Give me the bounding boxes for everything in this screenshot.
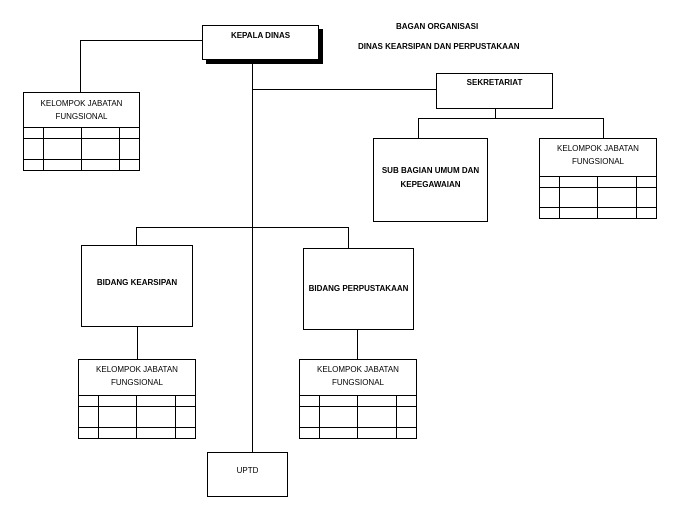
connector-fg-right-down [603, 118, 604, 138]
fg-label-line2: FUNGSIONAL [331, 378, 384, 387]
sekretariat-box: SEKRETARIAT [436, 73, 553, 109]
subbag-umum-box: SUB BAGIAN UMUM DAN KEPEGAWAIAN [373, 138, 488, 222]
subbag-label-line2: KEPEGAWAIAN [400, 180, 461, 189]
fg-label-line1: KELOMPOK JABATAN [96, 365, 178, 374]
subbag-label-line1: SUB BAGIAN UMUM DAN [381, 166, 480, 175]
kepala-dinas-box: KEPALA DINAS [202, 25, 319, 60]
fg-label-line1: KELOMPOK JABATAN [557, 144, 639, 153]
connector-left-down [80, 40, 81, 93]
fg-grid [79, 395, 195, 438]
functional-group-perpustakaan: KELOMPOK JABATAN FUNGSIONAL [299, 359, 417, 439]
sekretariat-label: SEKRETARIAT [466, 78, 523, 87]
uptd-label: UPTD [236, 466, 259, 475]
connector-bidang-horizontal [136, 227, 349, 228]
fg-label-line2: FUNGSIONAL [110, 378, 163, 387]
bidang-kearsipan-box: BIDANG KEARSIPAN [81, 245, 193, 327]
connector-kearsipan-fg [137, 326, 138, 359]
fg-label-line1: KELOMPOK JABATAN [40, 99, 123, 108]
connector-sekretariat-down [495, 108, 496, 119]
fg-grid [300, 395, 416, 438]
fg-label-line1: KELOMPOK JABATAN [317, 365, 399, 374]
functional-group-top-left: KELOMPOK JABATAN FUNGSIONAL [23, 92, 140, 171]
chart-subtitle: DINAS KEARSIPAN DAN PERPUSTAKAAN [358, 42, 520, 51]
fg-label-line2: FUNGSIONAL [55, 112, 108, 121]
uptd-box: UPTD [207, 452, 288, 497]
connector-kearsipan-down [136, 227, 137, 246]
fg-grid [24, 127, 139, 170]
chart-title: BAGAN ORGANISASI [396, 22, 479, 31]
bidang-kearsipan-label: BIDANG KEARSIPAN [96, 278, 178, 287]
connector-sekretariat-horizontal [252, 89, 436, 90]
fg-grid [540, 176, 656, 218]
connector-subbag-down [418, 118, 419, 138]
fg-label-line2: FUNGSIONAL [571, 157, 624, 166]
functional-group-right: KELOMPOK JABATAN FUNGSIONAL [539, 138, 657, 219]
bidang-perpustakaan-box: BIDANG PERPUSTAKAAN [303, 248, 414, 330]
connector-perpustakaan-fg [357, 329, 358, 359]
functional-group-kearsipan: KELOMPOK JABATAN FUNGSIONAL [78, 359, 196, 439]
kepala-dinas-label: KEPALA DINAS [230, 31, 291, 40]
connector-perpustakaan-down [348, 227, 349, 248]
connector-sekretariat-branch [418, 118, 604, 119]
bidang-perpustakaan-label: BIDANG PERPUSTAKAAN [308, 284, 409, 293]
connector-left-horizontal [80, 40, 203, 41]
connector-main-vertical [252, 60, 253, 453]
